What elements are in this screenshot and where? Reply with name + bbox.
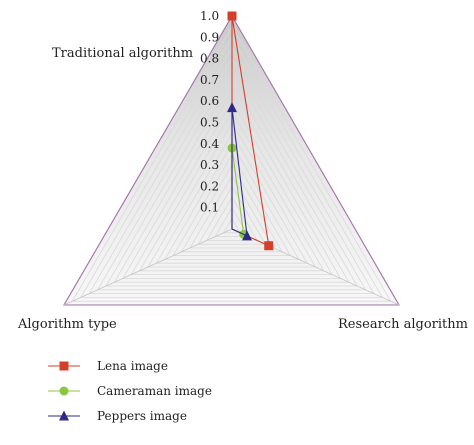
tick-label: 1.0 bbox=[200, 9, 219, 23]
data-point-1-1 bbox=[227, 11, 237, 21]
legend-label-3: Peppers image bbox=[97, 409, 187, 423]
radar-grid-ring bbox=[155, 132, 308, 264]
radar-grid-ring bbox=[96, 57, 367, 291]
tick-label: 0.5 bbox=[200, 116, 219, 130]
radar-grid-ring bbox=[88, 47, 375, 295]
radar-grid-ring bbox=[80, 36, 383, 298]
tick-label: 0.9 bbox=[200, 30, 219, 44]
legend-marker-1 bbox=[59, 361, 69, 371]
tick-labels: 0.1 0.2 0.3 0.4 0.5 0.6 0.7 0.8 0.9 1.0 bbox=[200, 9, 219, 215]
tick-label: 0.3 bbox=[200, 158, 219, 172]
tick-label: 0.8 bbox=[200, 52, 219, 66]
radar-grid-ring bbox=[71, 25, 392, 302]
radar-grid-ring bbox=[147, 121, 317, 268]
legend-marker-3 bbox=[59, 410, 69, 421]
radar-grid-ring bbox=[214, 206, 250, 238]
series-line-3 bbox=[231, 107, 248, 237]
radar-grid-ring bbox=[189, 174, 275, 249]
tick-label: 0.2 bbox=[200, 179, 219, 193]
legend-marker-2 bbox=[59, 386, 69, 396]
radar-outline bbox=[63, 14, 400, 306]
legend-label-2: Cameraman image bbox=[97, 384, 212, 398]
tick-label: 0.6 bbox=[200, 94, 219, 108]
data-point-3-1 bbox=[227, 102, 237, 113]
tick-label: 0.4 bbox=[200, 137, 219, 151]
axis-label-traditional-algorithm: Traditional algorithm bbox=[52, 46, 193, 61]
radar-spoke-3 bbox=[63, 228, 233, 306]
radar-grid-ring bbox=[138, 111, 325, 272]
tick-label: 0.7 bbox=[200, 73, 219, 87]
axis-label-algorithm-type: Algorithm type bbox=[17, 317, 117, 332]
legend-label-1: Lena image bbox=[97, 359, 168, 373]
series-layer bbox=[227, 11, 274, 251]
radar-grid-ring bbox=[222, 217, 242, 234]
radar-grid-ring bbox=[113, 79, 350, 283]
radar-grid-ring bbox=[197, 185, 267, 245]
radar-grid-ring bbox=[122, 89, 342, 279]
data-point-1-2 bbox=[264, 241, 274, 251]
radar-grid-ring bbox=[172, 153, 292, 257]
radar-grid-ring bbox=[180, 164, 283, 253]
radar-grid-ring bbox=[164, 143, 300, 260]
radar-grid-ring bbox=[105, 68, 358, 287]
data-point-3-2 bbox=[242, 230, 253, 241]
axis-label-research-algorithm: Research algorithm bbox=[338, 317, 468, 332]
axis-labels: Traditional algorithm Research algorithm… bbox=[17, 46, 468, 332]
tick-label: 0.1 bbox=[200, 201, 219, 215]
radar-grid-ring bbox=[130, 100, 333, 276]
